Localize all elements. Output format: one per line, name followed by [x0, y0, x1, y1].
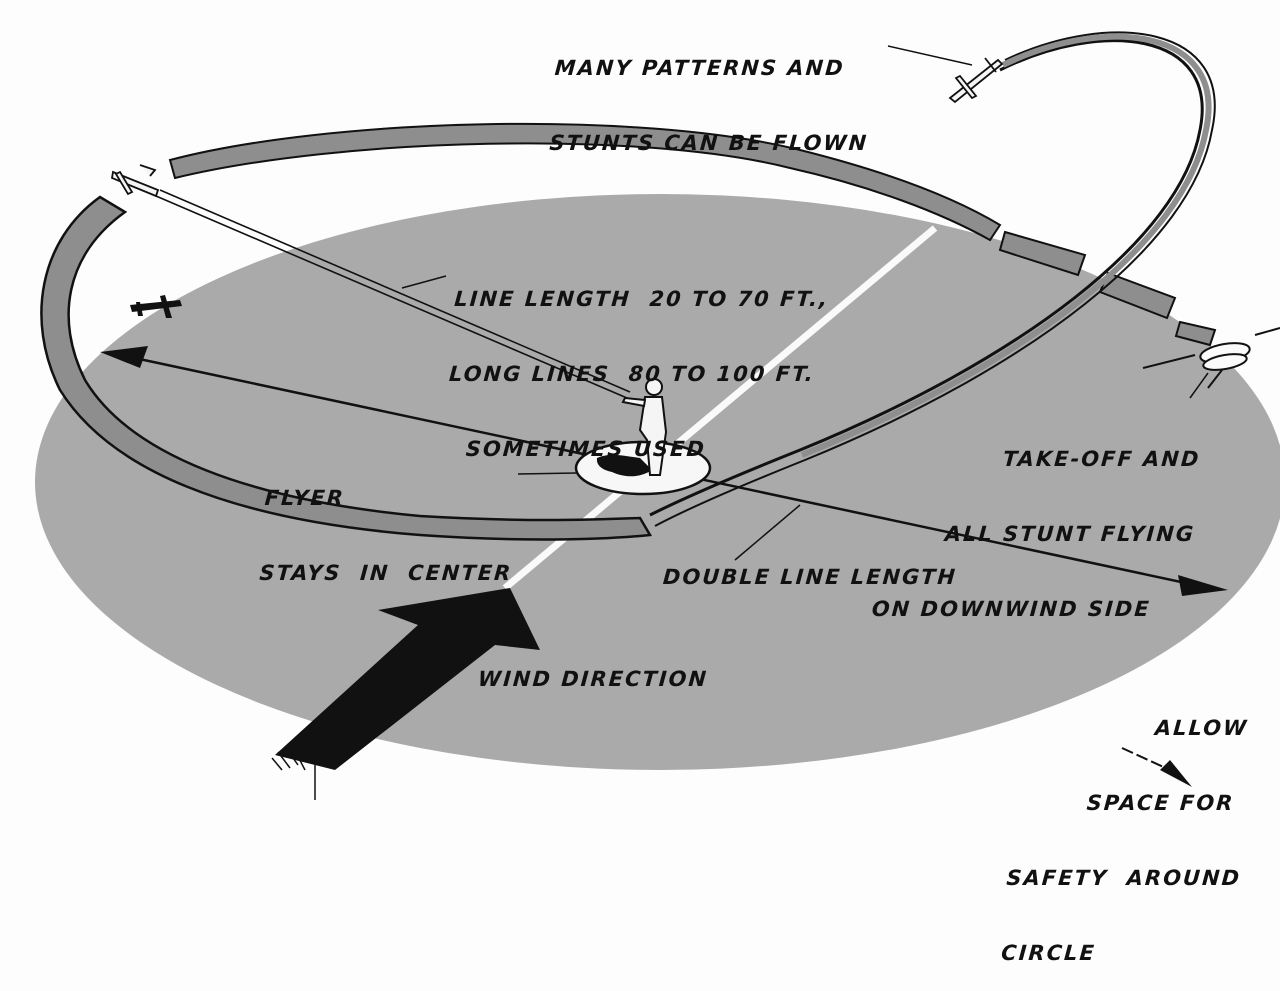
plane-upper-left — [110, 164, 160, 198]
label-safety: ALLOW SPACE FOR SAFETY AROUND CIRCLE — [1000, 716, 1250, 965]
label-flyer: FLYER STAYS IN CENTER — [258, 486, 514, 585]
control-lines — [155, 189, 631, 399]
label-double-line-length: DOUBLE LINE LENGTH — [662, 565, 958, 589]
label-takeoff: TAKE-OFF AND ALL STUNT FLYING ON DOWNWIN… — [871, 447, 1202, 621]
wind-direction-arrow — [271, 588, 540, 800]
safety-arrow — [1121, 747, 1192, 787]
flyer-person — [621, 378, 668, 476]
plane-right — [1142, 327, 1280, 389]
stunt-loop-track — [649, 31, 1216, 527]
plane-top-right — [948, 57, 1004, 104]
flying-circle-diagram — [35, 31, 1280, 800]
flyer-shadow — [596, 454, 652, 477]
leader-lines — [401, 45, 1209, 561]
label-wind-direction: WIND DIRECTION — [477, 667, 709, 691]
label-patterns: MANY PATTERNS AND STUNTS CAN BE FLOWN — [548, 56, 870, 155]
flight-band — [40, 122, 1217, 541]
plane-shadow-left — [130, 295, 182, 318]
